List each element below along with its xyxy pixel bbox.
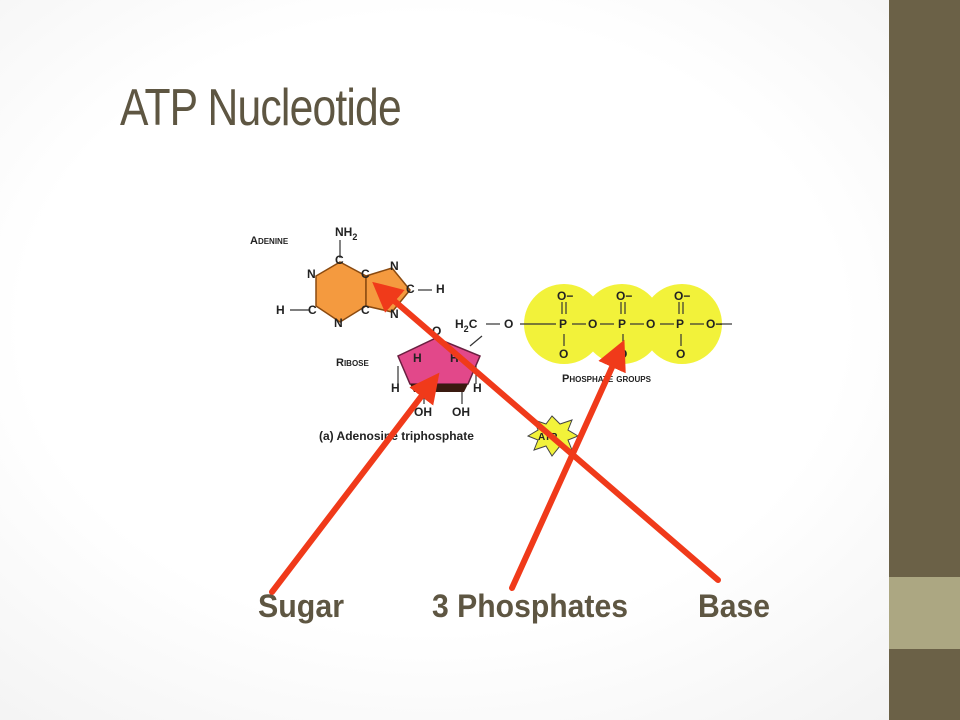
atom-c: C (406, 282, 415, 296)
atom-o: O (646, 317, 655, 331)
atom-n: N (334, 316, 343, 330)
atom-h: H (473, 381, 482, 395)
atom-c: C (361, 267, 370, 281)
phosphates-label: 3 Phosphates (432, 588, 628, 624)
atom-h: H (413, 351, 422, 365)
nh2-label: NH2 (335, 225, 357, 242)
atom-o-minus: O− (557, 289, 573, 303)
atom-h: H (450, 351, 459, 365)
atp-badge-label: ATP (538, 432, 558, 443)
atom-h: H (276, 303, 285, 317)
atom-o-minus: O− (706, 317, 722, 331)
sugar-arrow (269, 372, 440, 595)
slide-title: ATP Nucleotide (120, 79, 402, 137)
h2c-label: H2C (455, 317, 478, 334)
atom-o: O (676, 347, 685, 361)
atom-o: O (432, 324, 441, 338)
base-arrow (372, 281, 721, 583)
atom-o-minus: O− (616, 289, 632, 303)
pointer-arrows (269, 281, 721, 595)
sugar-label: Sugar (258, 588, 344, 624)
atom-o: O (588, 317, 597, 331)
adenine-label: Adenine (250, 235, 289, 247)
base-label: Base (698, 588, 770, 624)
sidebar-bar-accent (889, 577, 960, 649)
sidebar-bar-bottom (889, 649, 960, 720)
atom-h: H (391, 381, 400, 395)
atom-o-minus: O− (674, 289, 690, 303)
atom-p: P (676, 317, 684, 331)
ribose-label: Ribose (336, 357, 370, 369)
phosphate-circle-3 (642, 284, 722, 364)
atom-c: C (335, 253, 344, 267)
atom-n: N (390, 259, 399, 273)
atom-oh: OH (414, 405, 432, 419)
atom-c: C (361, 303, 370, 317)
phosphate-circle-1 (524, 284, 604, 364)
bond-lines (290, 240, 732, 404)
atom-n: N (307, 267, 316, 281)
atom-h: H (436, 282, 445, 296)
atom-p: P (618, 317, 626, 331)
sidebar-bar-top (889, 0, 960, 577)
atom-p: P (559, 317, 567, 331)
atom-o: O (504, 317, 513, 331)
adenine-hex-ring (315, 261, 367, 323)
diagram-caption: (a) Adenosine triphosphate (319, 429, 474, 443)
phosphates-arrow (509, 339, 626, 591)
atom-c: C (308, 303, 317, 317)
ribose-shadow (410, 384, 468, 392)
atom-n: N (390, 307, 399, 321)
atom-o: O (559, 347, 568, 361)
atom-oh: OH (452, 405, 470, 419)
